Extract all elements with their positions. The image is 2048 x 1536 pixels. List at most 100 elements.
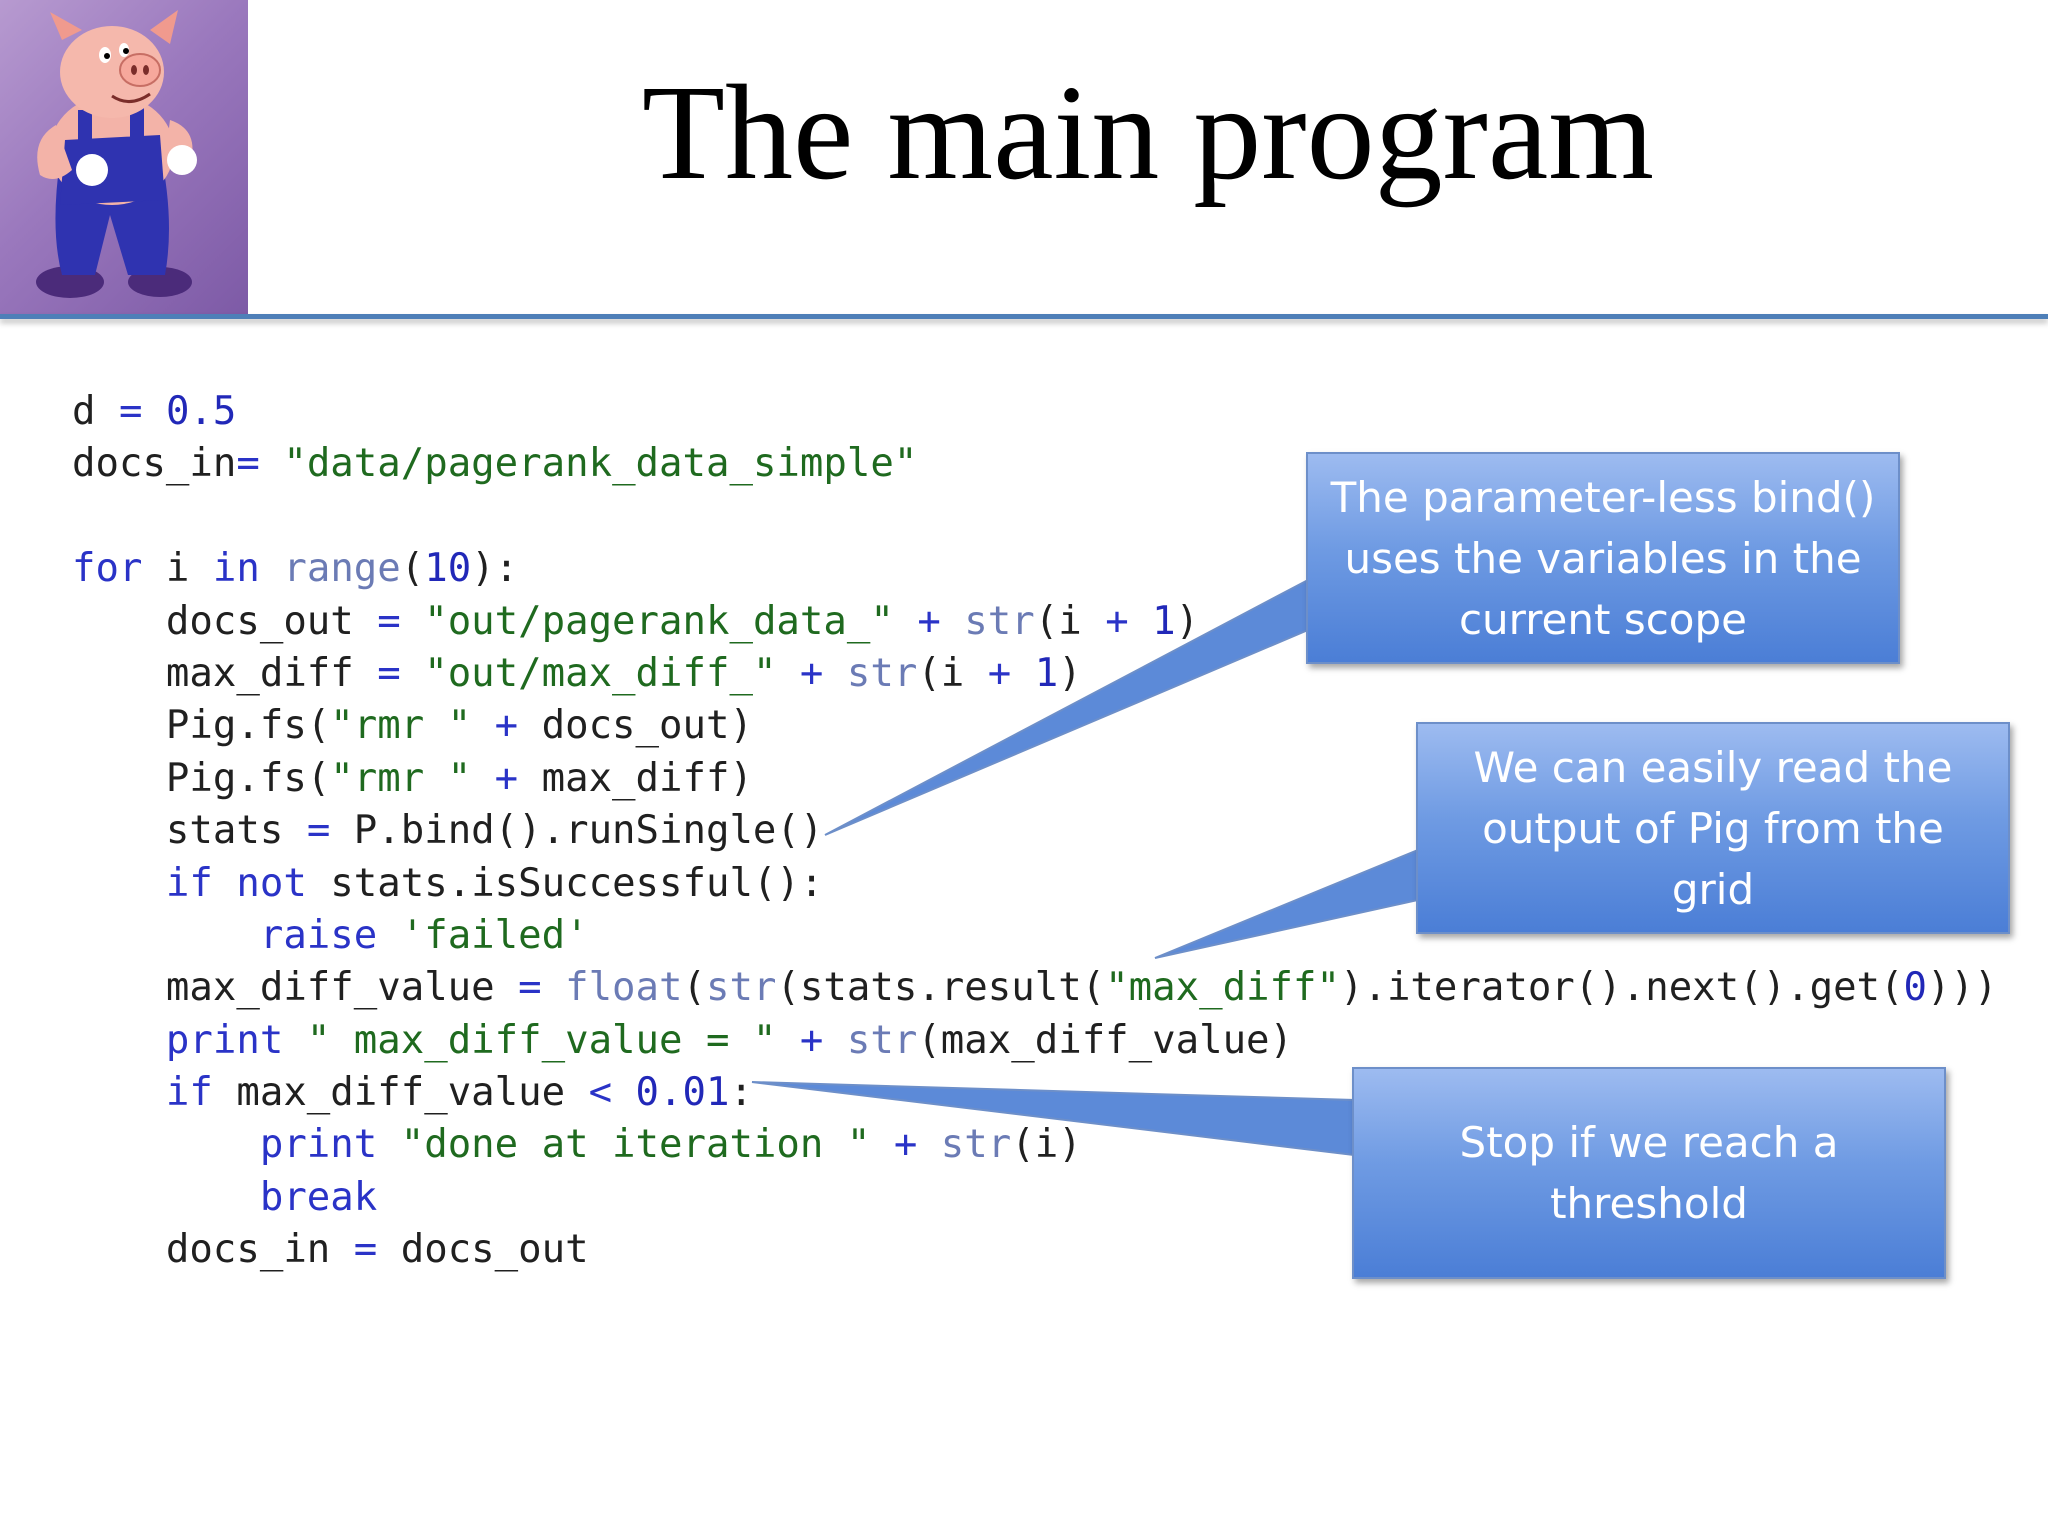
- code-token: <: [588, 1070, 613, 1116]
- code-token: str: [846, 1017, 918, 1063]
- code-token: docs_out: [377, 1227, 589, 1273]
- code-line: if max_diff_value < 0.01:: [72, 1067, 1997, 1119]
- code-line: raise 'failed': [72, 910, 1997, 962]
- code-token: +: [494, 703, 519, 749]
- code-token: "rmr ": [330, 755, 472, 801]
- code-token: =: [118, 389, 143, 434]
- code-token: 0.5: [165, 389, 237, 434]
- code-token: 1: [1034, 650, 1059, 696]
- code-token: =: [518, 965, 542, 1011]
- code-token: print: [165, 1017, 284, 1063]
- callout-pointer-stop: [751, 1081, 1355, 1157]
- code-token: (: [682, 965, 706, 1011]
- code-line: max_diff = "out/max_diff_" + str(i + 1): [72, 648, 1997, 700]
- code-token: (i: [917, 650, 988, 696]
- code-token: str: [940, 1122, 1012, 1168]
- code-token: if: [165, 1070, 213, 1116]
- code-token: break: [259, 1174, 378, 1220]
- code-token: max_diff_value: [212, 1070, 589, 1116]
- code-token: max_diff_value: [72, 965, 519, 1011]
- code-line: d = 0.5: [72, 386, 1997, 438]
- code-token: raise: [259, 912, 378, 958]
- code-token: 10: [424, 546, 472, 592]
- slide-title: The main program: [641, 58, 1655, 208]
- code-token: =: [377, 598, 401, 644]
- code-token: +: [893, 1122, 918, 1168]
- code-token: d: [72, 389, 119, 434]
- code-token: print: [259, 1122, 378, 1168]
- code-token: =: [236, 441, 260, 487]
- pig-mascot-icon: [36, 10, 197, 298]
- code-token: 1: [1152, 598, 1176, 644]
- code-token: 0.01: [635, 1070, 730, 1116]
- code-token: +: [1105, 598, 1129, 644]
- code-line: docs_out = "out/pagerank_data_" + str(i …: [72, 596, 1997, 648]
- code-token: "done at iteration ": [400, 1122, 871, 1168]
- code-token: if: [165, 860, 213, 906]
- code-token: +: [799, 650, 824, 696]
- code-token: (: [400, 546, 425, 592]
- code-token: docs_in: [72, 1227, 354, 1273]
- code-token: " max_diff_value = ": [306, 1017, 777, 1063]
- code-token: =: [377, 650, 401, 696]
- code-token: range: [283, 546, 401, 592]
- code-token: i: [142, 546, 213, 592]
- code-token: ):: [471, 546, 519, 592]
- code-line: print " max_diff_value = " + str(max_dif…: [72, 1015, 1997, 1067]
- code-token: stats.isSuccessful():: [306, 860, 824, 906]
- code-token: "out/max_diff_": [424, 650, 777, 696]
- code-token: 'failed': [400, 912, 589, 958]
- callout-bind: The parameter-less bind() uses the varia…: [1306, 452, 1900, 664]
- code-token: str: [964, 598, 1035, 644]
- code-token: ).iterator().next().get(: [1339, 965, 1904, 1011]
- code-token: docs_out): [518, 703, 753, 749]
- code-token: max_diff): [518, 755, 753, 801]
- code-line: break: [72, 1172, 1997, 1224]
- code-token: "rmr ": [330, 703, 472, 749]
- code-line: docs_in = docs_out: [72, 1224, 1997, 1276]
- code-line: stats = P.bind().runSingle(): [72, 805, 1997, 857]
- code-token: :: [729, 1070, 753, 1116]
- pig-logo: [0, 0, 248, 316]
- code-line: max_diff_value = float(str(stats.result(…: [72, 962, 1998, 1014]
- code-token: +: [494, 755, 519, 801]
- title-divider: [0, 314, 2048, 319]
- code-token: 0: [1903, 965, 1927, 1011]
- code-token: ): [1058, 650, 1082, 696]
- code-line: Pig.fs("rmr " + max_diff): [72, 753, 1997, 805]
- code-token: +: [799, 1017, 824, 1063]
- code-token: in: [212, 546, 260, 592]
- code-token: docs_out: [72, 598, 378, 644]
- code-token: "max_diff": [1105, 965, 1340, 1011]
- callout-pointer-bind: [824, 578, 1309, 836]
- callout-read-output: We can easily read the output of Pig fro…: [1416, 722, 2010, 934]
- code-line: print "done at iteration " + str(i): [72, 1119, 1997, 1171]
- code-token: P.bind().runSingle(): [330, 808, 824, 854]
- code-token: =: [306, 808, 331, 854]
- code-token: for: [72, 546, 143, 592]
- code-token: ): [1175, 598, 1200, 644]
- code-token: "out/pagerank_data_": [424, 598, 894, 644]
- code-token: Pig.fs(: [72, 703, 331, 749]
- code-token: "data/pagerank_data_simple": [283, 441, 918, 487]
- code-token: str: [846, 650, 918, 696]
- code-token: (stats.result(: [776, 965, 1106, 1011]
- code-token: not: [236, 860, 307, 906]
- callout-stop-threshold: Stop if we reach a threshold: [1352, 1067, 1946, 1279]
- code-token: float: [565, 965, 683, 1011]
- code-token: str: [705, 965, 777, 1011]
- code-token: max_diff: [72, 650, 378, 696]
- code-token: (max_diff_value): [917, 1017, 1294, 1063]
- callout-pointer-read: [1154, 848, 1419, 959]
- code-line: Pig.fs("rmr " + docs_out): [72, 700, 1997, 752]
- code-token: stats: [72, 808, 307, 854]
- code-token: Pig.fs(: [72, 755, 331, 801]
- code-token: (i: [1034, 598, 1106, 644]
- code-line: if not stats.isSuccessful():: [72, 858, 1997, 910]
- code-token: (i): [1011, 1122, 1082, 1168]
- code-token: docs_in: [72, 441, 237, 487]
- code-line: for i in range(10):: [72, 543, 1997, 595]
- code-token: +: [917, 598, 941, 644]
